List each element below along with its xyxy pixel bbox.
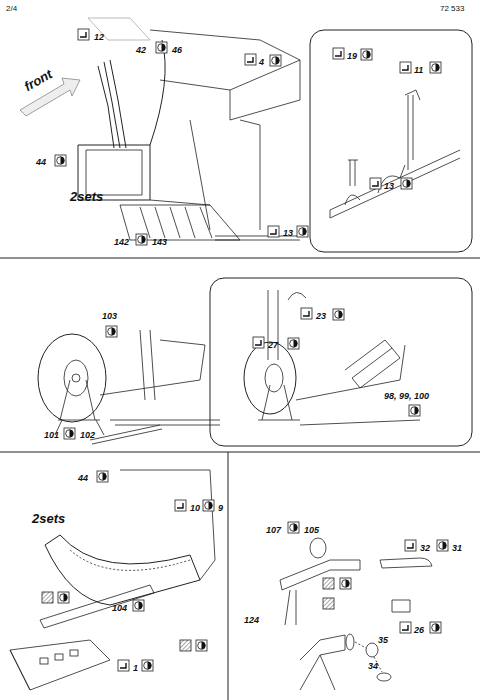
bend-icon: [268, 226, 279, 237]
paint-icon: [133, 600, 144, 611]
callout-number: 23: [316, 312, 326, 321]
bend-icon: [405, 540, 416, 551]
paint-icon: [430, 622, 441, 633]
paint-icon: [203, 500, 214, 511]
callout-number: 13: [384, 182, 394, 191]
callout-number: 103: [102, 312, 117, 321]
glue-icon: [323, 578, 334, 589]
bend-icon: [333, 48, 344, 59]
paint-icon: [196, 640, 207, 651]
paint-icon: [106, 326, 117, 337]
glue-icon: [42, 592, 53, 603]
callout-number: 35: [378, 636, 388, 645]
callout-number: 12: [94, 33, 104, 42]
glue-icon: [323, 598, 334, 609]
callout-number: 11: [414, 66, 423, 75]
callout-number: 98, 99, 100: [384, 392, 429, 401]
callout-number: 102: [80, 431, 95, 440]
callout-number: 4: [259, 58, 264, 67]
paint-icon: [361, 49, 372, 60]
callout-number: 10: [190, 504, 200, 513]
paint-icon: [340, 578, 351, 589]
direction-label: front: [22, 67, 54, 93]
callout-number: 26: [414, 626, 424, 635]
callout-number: 1: [133, 664, 138, 673]
bend-icon: [400, 62, 411, 73]
callout-number: 32: [420, 544, 430, 553]
set-note: 2sets: [32, 512, 65, 525]
callout-number: 46: [172, 46, 182, 55]
set-note: 2sets: [70, 190, 103, 203]
paint-icon: [136, 234, 147, 245]
bend-icon: [253, 337, 264, 348]
bend-icon: [400, 622, 411, 633]
callout-number: 104: [112, 604, 127, 613]
paint-icon: [97, 471, 108, 482]
callout-number: 105: [304, 526, 319, 535]
paint-icon: [288, 338, 299, 349]
paint-icon: [437, 540, 448, 551]
callout-number: 34: [368, 662, 378, 671]
callout-number: 31: [452, 544, 462, 553]
callout-number: 19: [347, 52, 357, 61]
page-header: 72 533: [440, 5, 464, 13]
paint-icon: [64, 428, 75, 439]
callout-number: 143: [152, 238, 167, 247]
callout-number: 142: [114, 238, 129, 247]
callout-number: 101: [44, 431, 59, 440]
paint-icon: [288, 522, 299, 533]
page-header: 2/4: [6, 5, 17, 13]
paint-icon: [55, 155, 66, 166]
bend-icon: [78, 29, 89, 40]
callout-number: 44: [36, 158, 46, 167]
bend-icon: [370, 178, 381, 189]
bend-icon: [245, 54, 256, 65]
paint-icon: [270, 55, 281, 66]
callout-number: 27: [268, 341, 278, 350]
paint-icon: [142, 660, 153, 671]
bend-icon: [118, 660, 129, 671]
paint-icon: [409, 405, 420, 416]
paint-icon: [333, 309, 344, 320]
callout-number: 13: [283, 229, 293, 238]
paint-icon: [156, 42, 167, 53]
paint-icon: [401, 178, 412, 189]
callout-number: 107: [266, 526, 281, 535]
bend-icon: [301, 308, 312, 319]
paint-icon: [58, 592, 69, 603]
bend-icon: [175, 500, 186, 511]
callout-number: 42: [136, 46, 146, 55]
callout-number: 44: [78, 474, 88, 483]
callout-number: 124: [244, 616, 259, 625]
paint-icon: [430, 62, 441, 73]
glue-icon: [180, 640, 191, 651]
callout-number: 9: [218, 504, 223, 513]
paint-icon: [297, 226, 308, 237]
